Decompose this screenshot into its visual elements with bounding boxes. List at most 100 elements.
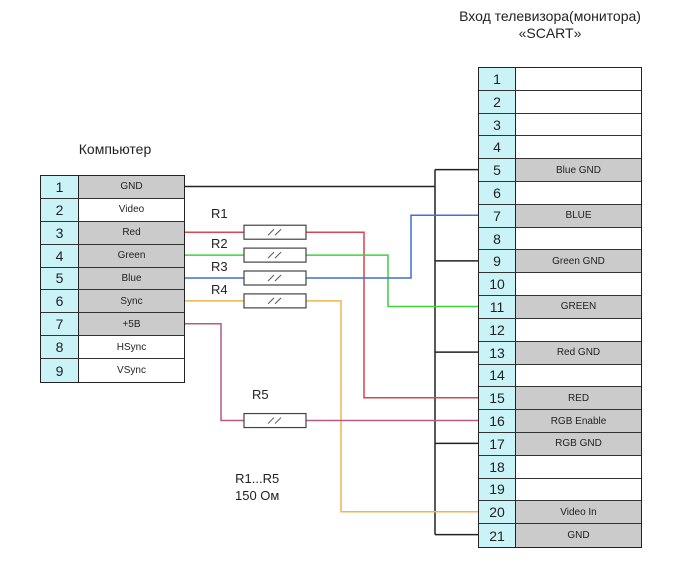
pin-number: 21 (479, 524, 516, 547)
pin-label: Video (79, 198, 184, 221)
pin-label (516, 478, 641, 501)
resistor-note-range: R1...R5 (235, 471, 280, 486)
pin-number: 8 (41, 336, 79, 359)
pin-label (516, 113, 641, 136)
enable-wire-in (183, 323, 244, 422)
scart-pin-19: 19 (479, 478, 641, 502)
pin-number: 20 (479, 501, 516, 524)
pin-number: 1 (479, 68, 516, 90)
pin-number: 12 (479, 318, 516, 341)
pin-number: 4 (479, 136, 516, 159)
pin-label (516, 136, 641, 159)
pin-number: 7 (479, 204, 516, 227)
pin-number: 16 (479, 410, 516, 432)
scart-title: Вход телевизора(монитора) «SCART» (405, 8, 695, 42)
pin-label (516, 182, 641, 204)
resistor-note: R1...R5 150 Ом (235, 470, 279, 504)
r1-label: R1 (211, 206, 228, 221)
pin-number: 8 (479, 227, 516, 250)
pin-label (516, 318, 641, 341)
pin-number: 6 (479, 182, 516, 204)
pin-label: RED (516, 387, 641, 410)
pin-label: BLUE (516, 204, 641, 227)
pin-number: 5 (41, 267, 79, 290)
pin-label: RGB GND (516, 432, 641, 455)
r3-resistor (243, 270, 307, 286)
pin-number: 13 (479, 341, 516, 364)
r2-label: R2 (211, 236, 228, 251)
pin-label: RGB Enable (516, 410, 641, 432)
pin-number: 6 (41, 290, 79, 313)
pin-number: 14 (479, 364, 516, 387)
pin-number: 3 (479, 113, 516, 136)
pin-label (516, 455, 641, 478)
scart-pin-1: 1 (479, 68, 641, 91)
pin-label: GND (79, 176, 184, 198)
pin-number: 9 (479, 250, 516, 273)
scart-pin-10: 10 (479, 273, 641, 297)
pin-label: Blue GND (516, 159, 641, 182)
pin-label: Video In (516, 501, 641, 524)
scart-title-line2: «SCART» (518, 25, 582, 41)
pin-number: 1 (41, 176, 79, 198)
pin-label: Red GND (516, 341, 641, 364)
scart-pin-6: 6 (479, 182, 641, 205)
pin-label: +5B (79, 313, 184, 336)
r4-label: R4 (211, 282, 228, 297)
pin-number: 18 (479, 455, 516, 478)
pin-number: 5 (479, 159, 516, 182)
resistor-note-value: 150 Ом (235, 488, 280, 503)
r2-resistor (243, 247, 307, 263)
pin-label: Sync (79, 290, 184, 313)
r3-label: R3 (211, 259, 228, 274)
pin-label: Red (79, 221, 184, 244)
scart-pin-2: 2 (479, 90, 641, 114)
scart-pin-4: 4 (479, 136, 641, 160)
r5-resistor (243, 412, 307, 429)
pin-label: GREEN (516, 296, 641, 318)
blue-wire-out (306, 214, 478, 279)
pin-number: 2 (479, 90, 516, 113)
scart-pin-3: 3 (479, 113, 641, 137)
pin-label (516, 364, 641, 387)
pin-label (516, 227, 641, 250)
pin-label: Green (79, 244, 184, 267)
computer-title: Компьютер (78, 141, 152, 157)
pin-label: HSync (79, 336, 184, 359)
pin-number: 3 (41, 221, 79, 244)
pin-label (516, 68, 641, 90)
r1-resistor (243, 224, 307, 240)
pin-number: 19 (479, 478, 516, 501)
r5-label: R5 (252, 387, 269, 402)
computer-pin-7: 7+5B (41, 313, 184, 337)
pin-number: 9 (41, 359, 79, 382)
green-wire-out (306, 254, 478, 308)
r4-resistor (243, 293, 307, 309)
pin-label (516, 90, 641, 113)
pin-number: 11 (479, 296, 516, 318)
pin-number: 10 (479, 273, 516, 296)
red-wire-out (306, 231, 478, 399)
pin-number: 17 (479, 432, 516, 455)
pin-label: GND (516, 524, 641, 547)
scart-pin-18: 18 (479, 455, 641, 479)
pin-number: 15 (479, 387, 516, 410)
pin-label (516, 273, 641, 296)
sync-wire-out (306, 300, 478, 513)
